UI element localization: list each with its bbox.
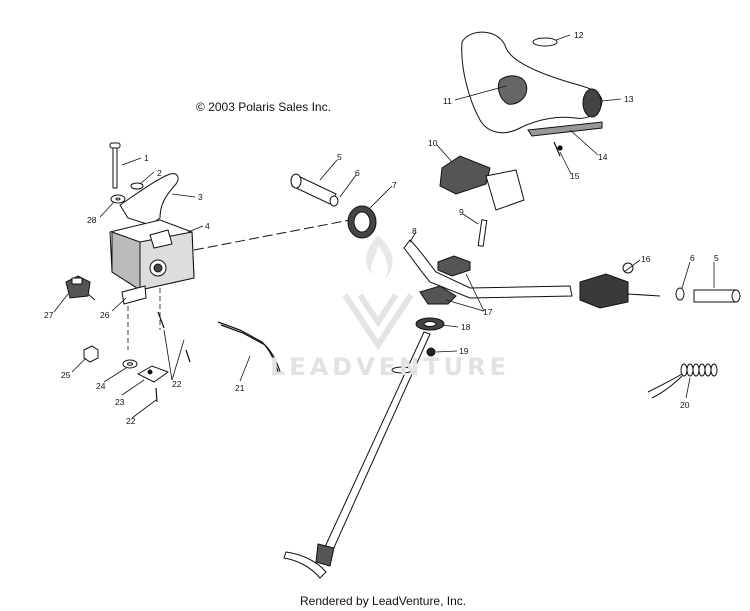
watermark-logo [342,235,414,351]
label-18: 18 [461,322,471,332]
label-24: 24 [96,381,106,391]
part-1-bolt [110,143,120,188]
label-6-left: 6 [355,168,360,178]
label-13: 13 [624,94,634,104]
label-7: 7 [392,180,397,190]
part-21-cable [217,321,282,376]
label-2: 2 [157,168,162,178]
label-5-right: 5 [714,253,719,263]
label-20: 20 [680,400,690,410]
part-5-grip-left [290,173,337,205]
label-8: 8 [412,226,417,236]
part-23-plate [136,365,170,383]
part-19-nut [426,347,436,357]
label-25: 25 [61,370,71,380]
label-10: 10 [428,138,438,148]
label-21: 21 [235,383,245,393]
copyright-notice: © 2003 Polaris Sales Inc. [196,100,331,114]
part-28-washer [110,194,126,204]
label-22-lower: 22 [126,416,136,426]
part-14-strip [527,121,603,137]
label-12: 12 [574,30,584,40]
assembly-line-4-7 [193,219,351,251]
steering-post [283,331,431,579]
part-26-bracket [121,285,147,305]
part-2-washer [130,182,144,190]
label-14: 14 [598,152,608,162]
part-17-clamps [419,255,471,305]
label-11: 11 [443,96,452,106]
part-6-endcap-left [329,195,339,207]
part-5-grip-right [693,289,741,303]
part-9-screw [477,219,488,247]
part-22-screws [155,311,191,403]
label-4: 4 [205,221,210,231]
label-19: 19 [459,346,469,356]
label-27: 27 [44,310,54,320]
label-16: 16 [641,254,651,264]
label-6-right: 6 [690,253,695,263]
part-8-handlebar [403,239,573,299]
part-15-pin [553,141,563,157]
label-3: 3 [198,192,203,202]
part-16-right-switch [579,262,661,309]
label-5-left: 5 [337,152,342,162]
part-20-coil [647,363,718,399]
part-numbers: 1 2 3 4 28 5 6 7 10 9 8 11 12 13 14 15 1… [44,30,719,426]
part-10-control-housing [439,155,525,211]
part-25-nut [83,345,99,363]
label-1: 1 [144,153,149,163]
label-15: 15 [570,171,580,181]
part-13-handlebar-pad [461,31,603,134]
part-27-kill-switch [65,275,96,301]
part-6-endcap-right [675,287,685,301]
label-26: 26 [100,310,110,320]
label-9: 9 [459,207,464,217]
label-17: 17 [483,307,493,317]
part-4-throttle-housing [109,219,195,291]
watermark-text: LEADVENTURE [270,353,510,381]
render-credit: Rendered by LeadVenture, Inc. [300,594,467,608]
label-28: 28 [87,215,97,225]
label-23: 23 [115,397,125,407]
part-7-collar [347,205,377,239]
part-24-washer [122,359,138,369]
label-22-upper: 22 [172,379,182,389]
part-18-collar [415,317,445,331]
part-3-lever [119,173,179,226]
leader-lines [53,34,715,419]
